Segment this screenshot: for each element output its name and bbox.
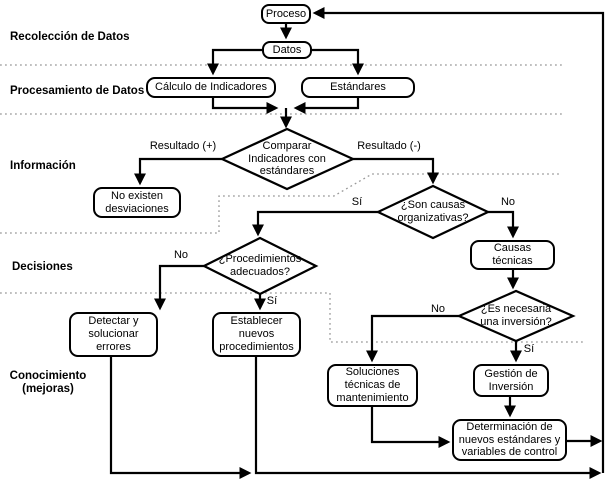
decision-comparar-label: Comparar Indicadores con estándares	[248, 139, 326, 178]
node-no-existen-desviaciones: No existen desviaciones	[93, 187, 181, 218]
edge-feedback-to-proceso	[312, 6, 605, 473]
edge-label-si-organizativas: Sí	[351, 196, 363, 208]
edge-label-si-inversion: Sí	[523, 343, 535, 355]
edge-comparar-resultado-negativo	[353, 157, 440, 185]
row-label-informacion: Información	[10, 160, 76, 172]
row-label-procesamiento: Procesamiento de Datos	[10, 85, 145, 97]
decision-procedimientos-label: ¿Procedimientos adecuados?	[218, 253, 302, 278]
edge-organizativas-no	[488, 210, 520, 239]
decision-organizativas-shape	[375, 184, 491, 240]
decision-comparar-shape	[219, 127, 356, 191]
edge-soluciones-to-determinacion	[370, 407, 451, 449]
row-label-recoleccion: Recolección de Datos	[10, 31, 130, 43]
edge-estandares-to-merge	[293, 97, 360, 115]
node-proceso: Proceso	[261, 4, 311, 24]
decision-organizativas-label: ¿Son causas organizativas?	[397, 199, 469, 224]
row-label-conocimiento: Conocimiento (mejoras)	[9, 370, 87, 395]
node-detectar-solucionar-errores: Detectar y solucionar errores	[69, 312, 158, 357]
separator-decisiones	[0, 292, 586, 343]
edge-inversion-no	[365, 314, 459, 363]
edge-comparar-resultado-positivo	[133, 157, 222, 186]
edge-label-no-procedimientos: No	[173, 249, 189, 261]
node-estandares: Estándares	[301, 77, 415, 98]
edge-label-resultado-positivo: Resultado (+)	[149, 140, 217, 152]
node-determinacion-estandares: Determinación de nuevos estándares y var…	[452, 419, 567, 461]
edge-datos-to-estandares	[312, 48, 365, 76]
decision-inversion-label: ¿Es necesaria una inversión?	[480, 303, 552, 328]
edge-label-resultado-negativo: Resultado (-)	[357, 140, 421, 152]
edge-detectar-to-bottom	[109, 357, 252, 480]
node-calculo-indicadores: Cálculo de Indicadores	[146, 77, 276, 98]
edge-calculo-to-merge	[211, 97, 279, 115]
node-causas-tecnicas: Causas técnicas	[470, 240, 555, 270]
edge-procedimientos-no	[153, 264, 204, 311]
edge-establecer-to-feedback	[254, 357, 602, 480]
node-establecer-nuevos-procedimientos: Establecer nuevos procedimientos	[212, 312, 301, 357]
node-soluciones-tecnicas: Soluciones técnicas de mantenimiento	[327, 364, 418, 407]
row-label-decisiones: Decisiones	[12, 261, 73, 273]
edge-label-si-procedimientos: Sí	[266, 295, 278, 307]
node-datos: Datos	[262, 41, 312, 59]
decision-procedimientos-shape	[201, 236, 319, 296]
decision-inversion-shape	[456, 289, 576, 343]
separator-informacion	[0, 173, 562, 234]
node-gestion-inversion: Gestión de Inversión	[473, 364, 549, 397]
edge-datos-to-calculo	[206, 48, 262, 76]
edge-label-no-organizativas: No	[500, 196, 516, 208]
edge-label-no-inversion: No	[430, 303, 446, 315]
edge-organizativas-si	[251, 210, 378, 237]
